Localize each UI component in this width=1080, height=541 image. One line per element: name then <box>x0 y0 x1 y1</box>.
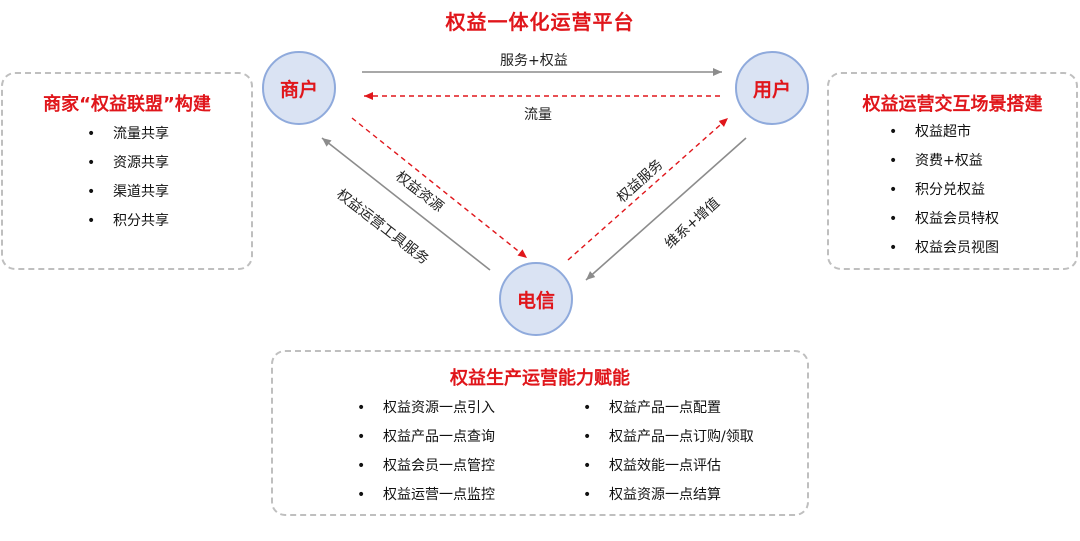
production-ops-list-left: •权益资源一点引入 •权益产品一点查询 •权益会员一点管控 •权益运营一点监控 <box>357 394 495 510</box>
list-item: •权益资源一点引入 <box>357 400 495 416</box>
arrow-user-to-telecom <box>585 137 747 281</box>
interaction-scene-list: •权益超市 •资费+权益 •积分兑权益 •权益会员特权 •权益会员视图 <box>889 118 999 263</box>
list-item: •权益运营一点监控 <box>357 487 495 503</box>
list-item: •权益会员一点管控 <box>357 458 495 474</box>
merchant-alliance-list: •流量共享 •资源共享 •渠道共享 •积分共享 <box>87 120 169 236</box>
edge-label-services-rights: 服务+权益 <box>500 53 568 69</box>
edge-label-traffic: 流量 <box>524 107 552 123</box>
list-item: •积分共享 <box>87 213 169 229</box>
merchant-alliance-panel: 商家“权益联盟”构建 •流量共享 •资源共享 •渠道共享 •积分共享 <box>1 72 253 270</box>
production-ops-panel-title: 权益生产运营能力赋能 <box>450 368 630 389</box>
production-ops-panel: 权益生产运营能力赋能 •权益资源一点引入 •权益产品一点查询 •权益会员一点管控… <box>271 350 809 516</box>
list-item: •权益超市 <box>889 124 971 140</box>
production-ops-list-right: •权益产品一点配置 •权益产品一点订购/领取 •权益效能一点评估 •权益资源一点… <box>583 394 754 510</box>
merchant-alliance-panel-title: 商家“权益联盟”构建 <box>43 94 211 115</box>
arrow-telecom-to-user <box>567 117 729 261</box>
node-telecom: 电信 <box>499 262 573 336</box>
arrow-merchant-to-telecom <box>351 117 528 259</box>
interaction-scene-panel-title: 权益运营交互场景搭建 <box>862 94 1043 115</box>
node-user: 用户 <box>735 51 809 125</box>
list-item: •权益会员视图 <box>889 240 999 256</box>
list-item: •权益效能一点评估 <box>583 458 721 474</box>
list-item: •流量共享 <box>87 126 169 142</box>
list-item: •资费+权益 <box>889 153 983 169</box>
list-item: •权益产品一点查询 <box>357 429 495 445</box>
list-item: •权益资源一点结算 <box>583 487 721 503</box>
interaction-scene-panel: 权益运营交互场景搭建 •权益超市 •资费+权益 •积分兑权益 •权益会员特权 •… <box>827 72 1078 270</box>
list-item: •积分兑权益 <box>889 182 985 198</box>
diagram-title: 权益一体化运营平台 <box>445 10 635 34</box>
list-item: •渠道共享 <box>87 184 169 200</box>
node-merchant: 商户 <box>262 51 336 125</box>
list-item: •权益产品一点订购/领取 <box>583 429 754 445</box>
arrow-telecom-to-merchant <box>321 137 491 271</box>
list-item: •权益会员特权 <box>889 211 999 227</box>
list-item: •资源共享 <box>87 155 169 171</box>
list-item: •权益产品一点配置 <box>583 400 721 416</box>
